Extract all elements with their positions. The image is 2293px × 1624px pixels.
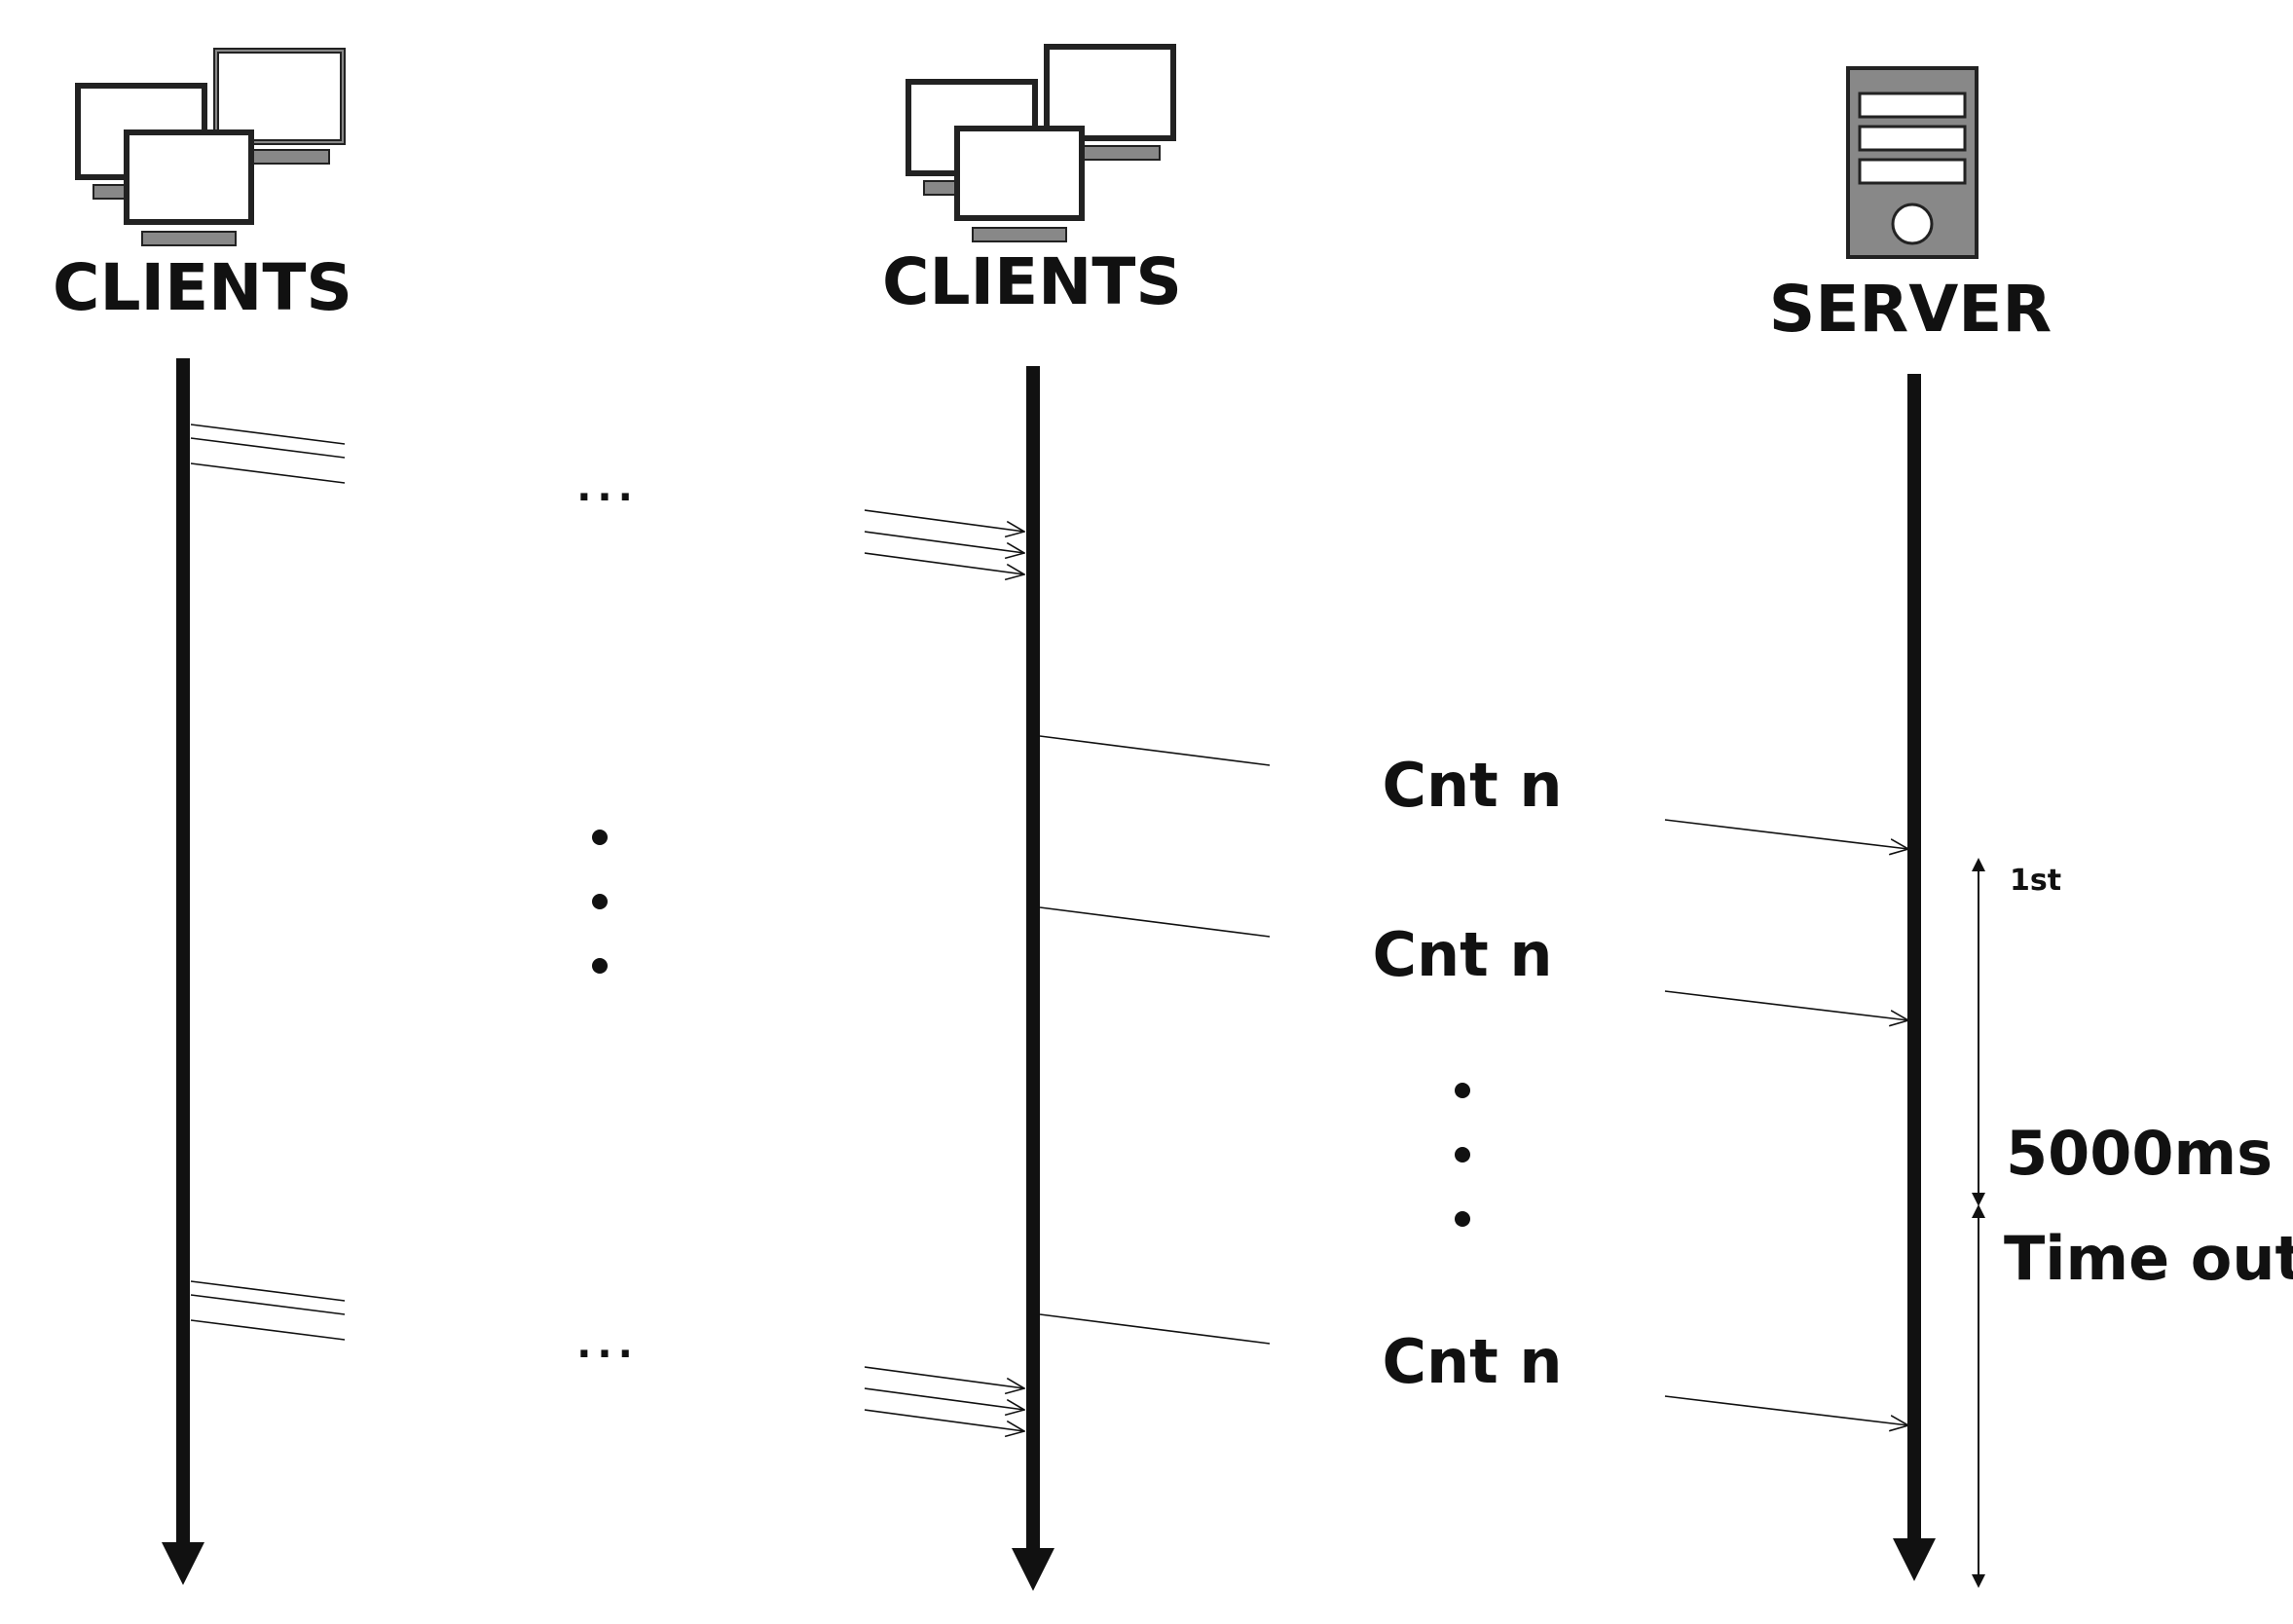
- clients-mid-label: CLIENTS: [882, 244, 1182, 319]
- message-label: Cnt n: [1382, 750, 1562, 821]
- message-label: Cnt n: [1372, 919, 1552, 990]
- computer-cluster-icon: [906, 44, 1176, 242]
- message-label: Cnt n: [1382, 1326, 1562, 1397]
- message-cnt-2: Cnt n: [1039, 906, 1908, 1020]
- vertical-ellipsis-left: [592, 830, 608, 974]
- outgoing-request-bundle: [190, 424, 346, 484]
- message-cnt-1: Cnt n: [1039, 735, 1908, 849]
- server-tower-icon: [1846, 66, 1979, 259]
- timeout-label: Time out: [2004, 1223, 2293, 1294]
- outgoing-request-bundle: [190, 1280, 346, 1341]
- lifeline-clients-left: [162, 358, 204, 1585]
- incoming-request-bundle: [864, 509, 1024, 574]
- computer-cluster-icon: [75, 48, 346, 246]
- incoming-request-bundle: [864, 1366, 1024, 1431]
- clients-left-label: CLIENTS: [53, 250, 352, 325]
- duration-label: 5000ms: [2006, 1118, 2273, 1189]
- lifeline-server: [1893, 374, 1936, 1581]
- ellipsis-top: ...: [576, 465, 639, 510]
- message-cnt-3: Cnt n: [1039, 1313, 1908, 1425]
- first-label: 1st: [2010, 864, 2061, 898]
- server-label: SERVER: [1769, 272, 2052, 347]
- ellipsis-bottom: ...: [576, 1322, 639, 1367]
- lifeline-clients-mid: [1012, 366, 1054, 1591]
- vertical-ellipsis-mid: [1455, 1083, 1470, 1227]
